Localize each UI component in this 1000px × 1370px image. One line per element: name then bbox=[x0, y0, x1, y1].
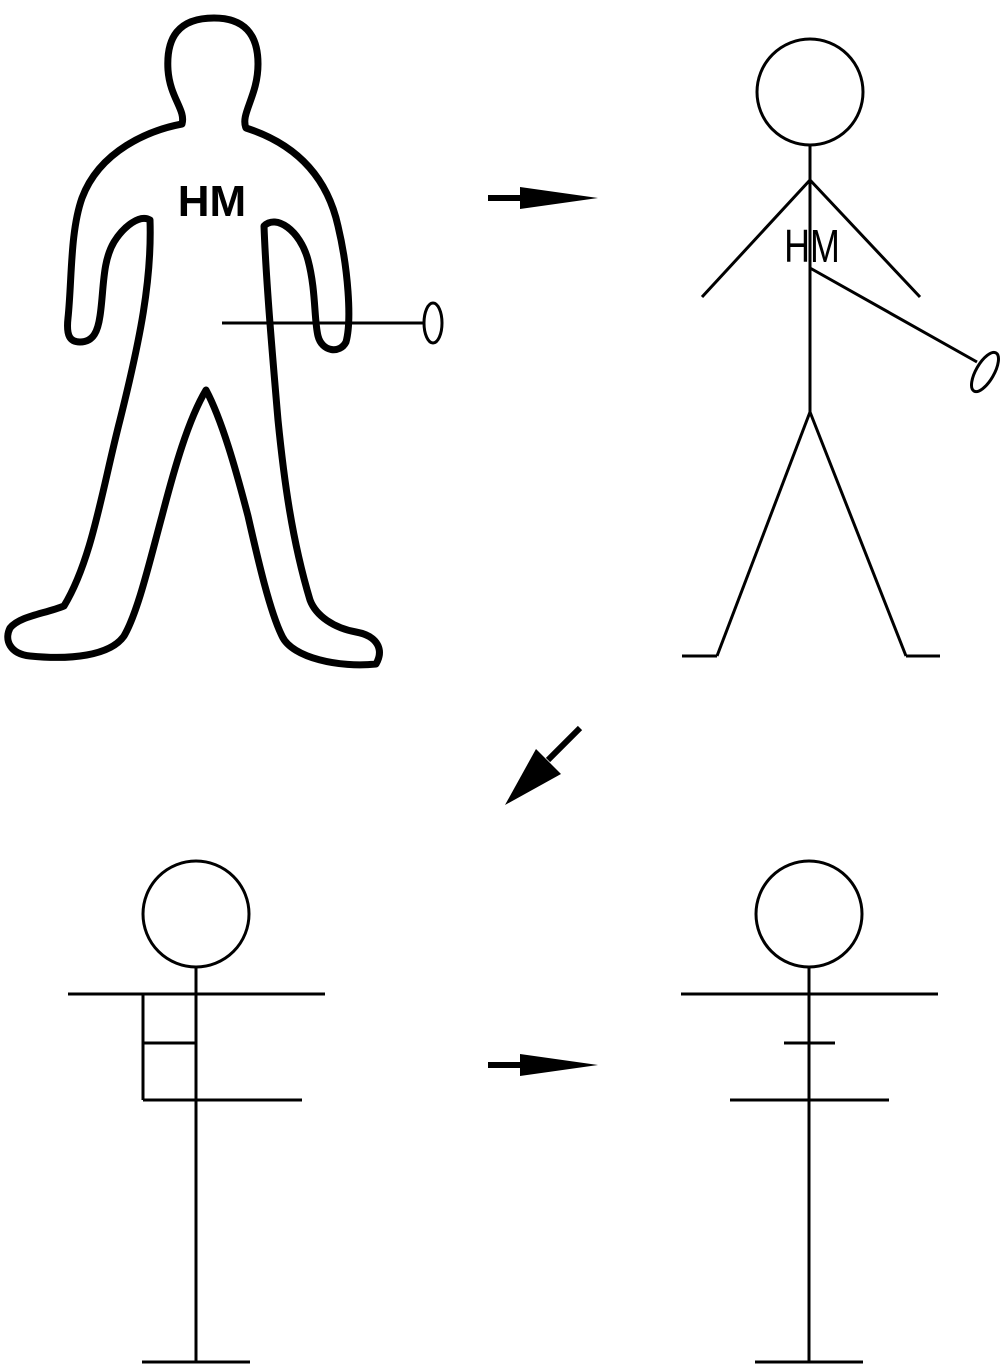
stick-head bbox=[755, 37, 865, 147]
human-outline-figure: HM bbox=[4, 14, 444, 669]
body-outline bbox=[4, 14, 383, 669]
schematic-figure-a bbox=[68, 859, 325, 1364]
arrow-diagonal bbox=[505, 725, 583, 805]
schematic-figure-b bbox=[681, 859, 938, 1364]
pointer-knob bbox=[422, 301, 444, 345]
arrow-right-top bbox=[488, 187, 598, 209]
stick-right-leg bbox=[808, 411, 908, 657]
stick-pointer-knob bbox=[970, 350, 1000, 394]
stick-figure bbox=[682, 37, 1000, 658]
figure-1-label: HM bbox=[178, 177, 246, 226]
arrow-right-bottom bbox=[488, 1054, 598, 1076]
stick-left-leg bbox=[715, 411, 812, 657]
stick-left-arm bbox=[700, 178, 812, 299]
schematic-a-head bbox=[141, 859, 251, 969]
stick-right-arm bbox=[808, 178, 922, 299]
schematic-b-head bbox=[754, 859, 864, 969]
figure-2-label: HM bbox=[784, 221, 840, 272]
stick-pointer-rod bbox=[809, 266, 978, 364]
